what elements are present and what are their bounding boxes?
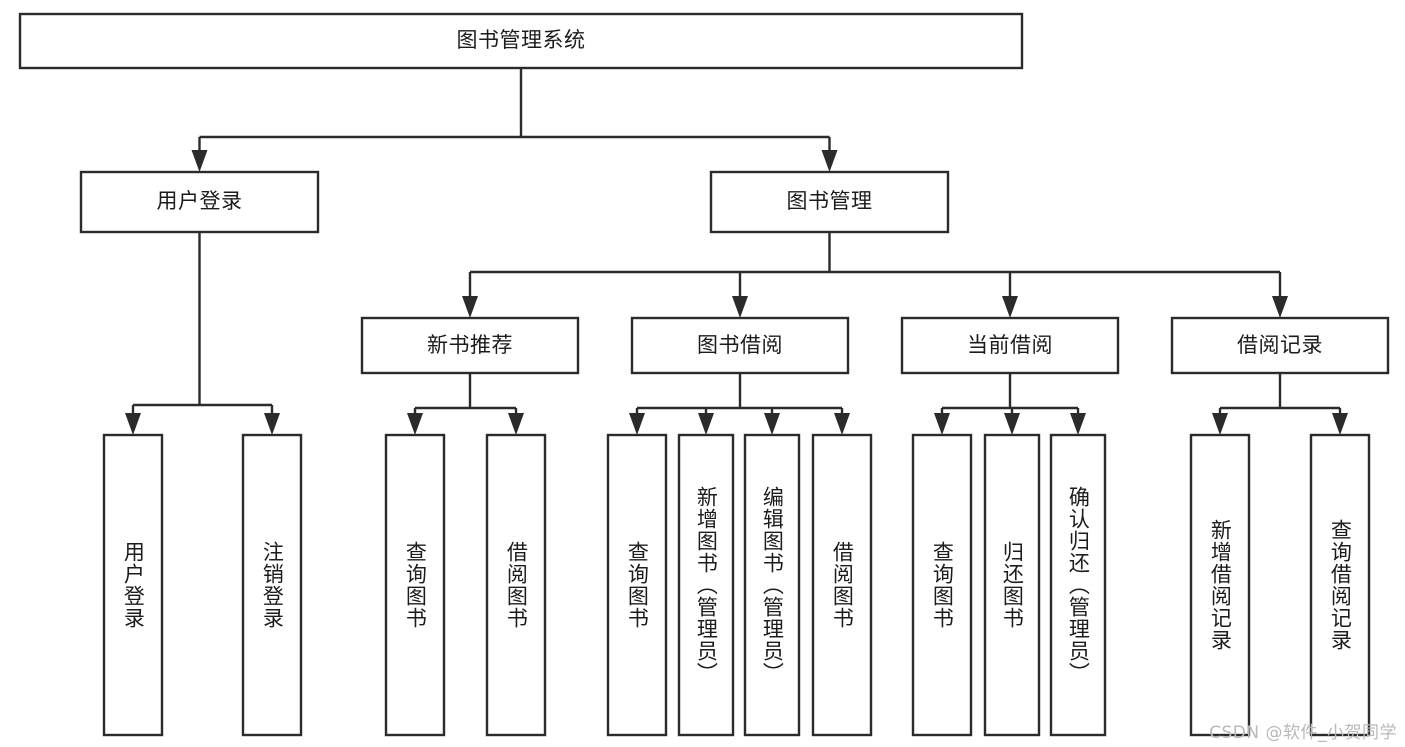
arrow-leaf-return-book — [1004, 413, 1020, 435]
node-box-user-login[interactable] — [79, 170, 320, 234]
node-box-book-borrow[interactable] — [630, 316, 850, 375]
arrow-current-borrow — [1002, 296, 1018, 318]
arrow-leaf-add-book-admin — [698, 413, 714, 435]
node-box-leaf-add-book-admin[interactable] — [677, 433, 735, 737]
arrow-leaf-logout — [264, 413, 280, 435]
arrow-leaf-query-borrow-record — [1332, 413, 1348, 435]
arrow-leaf-edit-book-admin — [764, 413, 780, 435]
node-box-leaf-borrow-book[interactable] — [811, 433, 873, 737]
node-box-leaf-query-book-borrow[interactable] — [606, 433, 668, 737]
arrow-leaf-user-login — [125, 413, 141, 435]
node-box-leaf-confirm-return-admin[interactable] — [1049, 433, 1107, 737]
arrow-borrow-record — [1272, 296, 1288, 318]
node-box-leaf-borrow-book-new[interactable] — [485, 433, 547, 737]
arrow-leaf-borrow-book-new — [508, 413, 524, 435]
node-boxes-group — [18, 12, 1390, 737]
node-box-leaf-query-borrow-record[interactable] — [1309, 433, 1371, 737]
arrow-user-login — [191, 150, 208, 172]
arrow-leaf-query-book-current — [934, 413, 950, 435]
node-box-book-management[interactable] — [709, 170, 950, 234]
node-box-current-borrow[interactable] — [900, 316, 1120, 375]
node-box-leaf-logout[interactable] — [241, 433, 303, 737]
node-box-leaf-user-login[interactable] — [102, 433, 164, 737]
arrow-leaf-borrow-book — [834, 413, 850, 435]
arrow-book-borrow — [732, 296, 748, 318]
arrow-new-book-recommend — [462, 296, 478, 318]
node-box-leaf-return-book[interactable] — [983, 433, 1041, 737]
node-box-leaf-edit-book-admin[interactable] — [743, 433, 801, 737]
node-box-leaf-query-book-current[interactable] — [911, 433, 973, 737]
arrow-book-management — [821, 150, 838, 172]
connectors-group — [125, 68, 1348, 435]
arrow-leaf-confirm-return-admin — [1070, 413, 1086, 435]
arrow-leaf-query-book-borrow — [629, 413, 645, 435]
node-box-borrow-record[interactable] — [1170, 316, 1390, 375]
arrow-leaf-query-book-new — [407, 413, 423, 435]
arrow-leaf-add-borrow-record — [1212, 413, 1228, 435]
node-box-root[interactable] — [18, 12, 1024, 70]
node-box-leaf-query-book-new[interactable] — [384, 433, 446, 737]
node-box-new-book-recommend[interactable] — [360, 316, 580, 375]
node-box-leaf-add-borrow-record[interactable] — [1189, 433, 1251, 737]
csdn-watermark: CSDN @软件_小贺同学 — [1209, 723, 1397, 743]
